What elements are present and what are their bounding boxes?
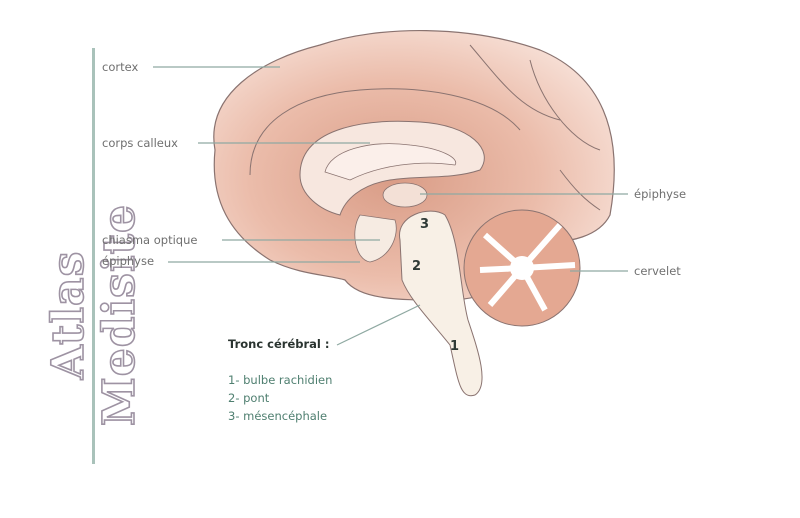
leader-lines [153, 66, 628, 346]
legend-item: 1- bulbe rachidien [228, 373, 333, 387]
legend-item: 3- mésencéphale [228, 409, 328, 423]
legend-item: 2- pont [228, 391, 270, 405]
corps-calleux-shape [299, 120, 485, 216]
number-3: 3 [420, 217, 430, 232]
label-epiphyse-left: épiphyse [102, 254, 155, 268]
number-2: 2 [412, 259, 422, 274]
side-rule [92, 48, 95, 464]
cerebellum-shape [463, 209, 581, 327]
label-chiasma-optique: chiasma optique [102, 233, 198, 247]
number-1: 1 [450, 339, 460, 354]
brainstem-shape [354, 182, 483, 397]
label-cortex: cortex [102, 60, 139, 74]
label-epiphyse-right: épiphyse [634, 187, 687, 201]
label-cervelet: cervelet [634, 264, 681, 278]
legend-title: Tronc cérébral : [228, 337, 330, 351]
label-corps-calleux: corps calleux [102, 136, 178, 150]
